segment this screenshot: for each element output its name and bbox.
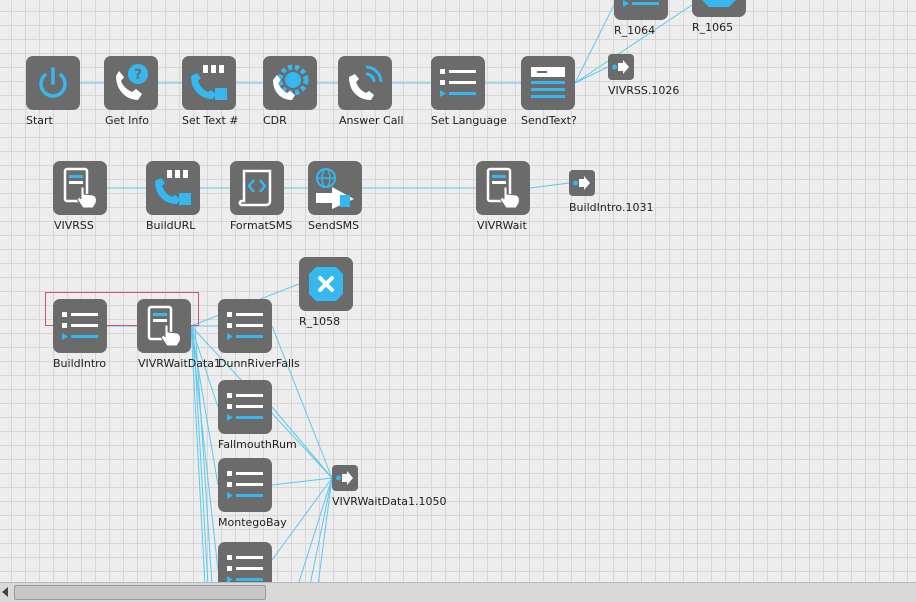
menu-list-icon bbox=[62, 312, 98, 340]
svg-text:?: ? bbox=[134, 67, 142, 83]
dunn-river-falls-node[interactable] bbox=[218, 299, 272, 353]
vivrss-1026-node[interactable] bbox=[608, 54, 634, 80]
answer-call-node[interactable] bbox=[338, 56, 392, 110]
node-label-start: Start bbox=[26, 114, 53, 127]
list-node-partial[interactable] bbox=[218, 542, 272, 582]
build-url-node[interactable] bbox=[146, 161, 200, 215]
set-language-node[interactable] bbox=[431, 56, 485, 110]
menu-list-icon bbox=[227, 393, 263, 421]
node-label-format-sms: FormatSMS bbox=[230, 219, 293, 232]
vivr-wait-data1-1050-node[interactable] bbox=[332, 465, 358, 491]
node-label-send-text: SendText? bbox=[521, 114, 577, 127]
node-label-fallmouth-rum: FallmouthRum bbox=[218, 438, 297, 451]
phone-ring-icon bbox=[349, 65, 383, 100]
node-label-send-sms: SendSMS bbox=[308, 219, 360, 232]
cdr-node[interactable] bbox=[263, 56, 317, 110]
get-info-node[interactable]: ? bbox=[104, 56, 158, 110]
format-sms-node[interactable] bbox=[230, 161, 284, 215]
node-label-set-language: Set Language bbox=[431, 114, 507, 127]
flow-canvas[interactable]: Start ? Get Info Set Text # CDR bbox=[0, 0, 916, 582]
vivr-wait-node[interactable] bbox=[476, 161, 530, 215]
phone-transfer-icon bbox=[191, 65, 227, 100]
tablet-touch-icon bbox=[486, 167, 520, 209]
montego-bay-node[interactable] bbox=[218, 458, 272, 512]
node-label-get-info: Get Info bbox=[105, 114, 149, 127]
goto-arrow-icon bbox=[612, 60, 629, 74]
globe-send-icon bbox=[316, 168, 354, 209]
hangup-icon bbox=[309, 267, 343, 301]
r-1064-node[interactable] bbox=[614, 0, 668, 20]
gear-phone-icon bbox=[273, 64, 309, 100]
node-label-vivrss-1026: VIVRSS.1026 bbox=[608, 84, 680, 97]
node-label-r-1064: R_1064 bbox=[614, 24, 656, 37]
menu-list-icon bbox=[440, 69, 476, 97]
menu-list-icon bbox=[227, 555, 263, 582]
node-label-r-1058: R_1058 bbox=[299, 315, 341, 328]
send-text-node[interactable] bbox=[521, 56, 575, 110]
goto-arrow-icon bbox=[573, 176, 590, 190]
scroll-left-arrow-icon[interactable] bbox=[2, 587, 8, 597]
node-label-vivr-wait-data1: VIVRWaitData1 bbox=[138, 357, 222, 370]
horizontal-scrollbar[interactable] bbox=[0, 582, 916, 602]
menu-list-icon bbox=[227, 471, 263, 499]
node-label-dunn-river-falls: DunnRiverFalls bbox=[218, 357, 300, 370]
hangup-icon bbox=[702, 0, 736, 7]
r-1065-node[interactable] bbox=[692, 0, 746, 17]
r-1058-node[interactable] bbox=[299, 257, 353, 311]
script-scroll-icon bbox=[238, 169, 272, 207]
set-text-node[interactable] bbox=[182, 56, 236, 110]
goto-arrow-icon bbox=[336, 471, 353, 485]
node-label-vivrss: VIVRSS bbox=[54, 219, 94, 232]
scrollbar-thumb[interactable] bbox=[14, 585, 266, 600]
tablet-touch-icon bbox=[147, 305, 181, 347]
node-label-cdr: CDR bbox=[263, 114, 287, 127]
vivrss-node[interactable] bbox=[53, 161, 107, 215]
phone-question-icon: ? bbox=[116, 64, 148, 100]
node-label-vivr-wait: VIVRWait bbox=[477, 219, 527, 232]
menu-list-icon bbox=[623, 0, 659, 7]
build-intro-node[interactable] bbox=[53, 299, 107, 353]
node-label-build-intro-1031: BuildIntro.1031 bbox=[569, 201, 654, 214]
fallmouth-rum-node[interactable] bbox=[218, 380, 272, 434]
phone-transfer-icon bbox=[155, 170, 191, 205]
vivr-wait-data1-node[interactable] bbox=[137, 299, 191, 353]
node-label-montego-bay: MontegoBay bbox=[218, 516, 287, 529]
node-label-build-url: BuildURL bbox=[146, 219, 196, 232]
build-intro-1031-node[interactable] bbox=[569, 170, 595, 196]
node-label-set-text: Set Text # bbox=[182, 114, 239, 127]
send-sms-node[interactable] bbox=[308, 161, 362, 215]
menu-list-icon bbox=[227, 312, 263, 340]
power-icon bbox=[39, 67, 67, 98]
node-label-r-1065: R_1065 bbox=[692, 21, 734, 34]
start-node[interactable] bbox=[26, 56, 80, 110]
decision-card-icon bbox=[531, 67, 565, 98]
tablet-touch-icon bbox=[63, 167, 97, 209]
node-label-vivr-wait-data1-1050: VIVRWaitData1.1050 bbox=[332, 495, 447, 508]
node-label-build-intro: BuildIntro bbox=[53, 357, 107, 370]
node-label-answer-call: Answer Call bbox=[339, 114, 404, 127]
